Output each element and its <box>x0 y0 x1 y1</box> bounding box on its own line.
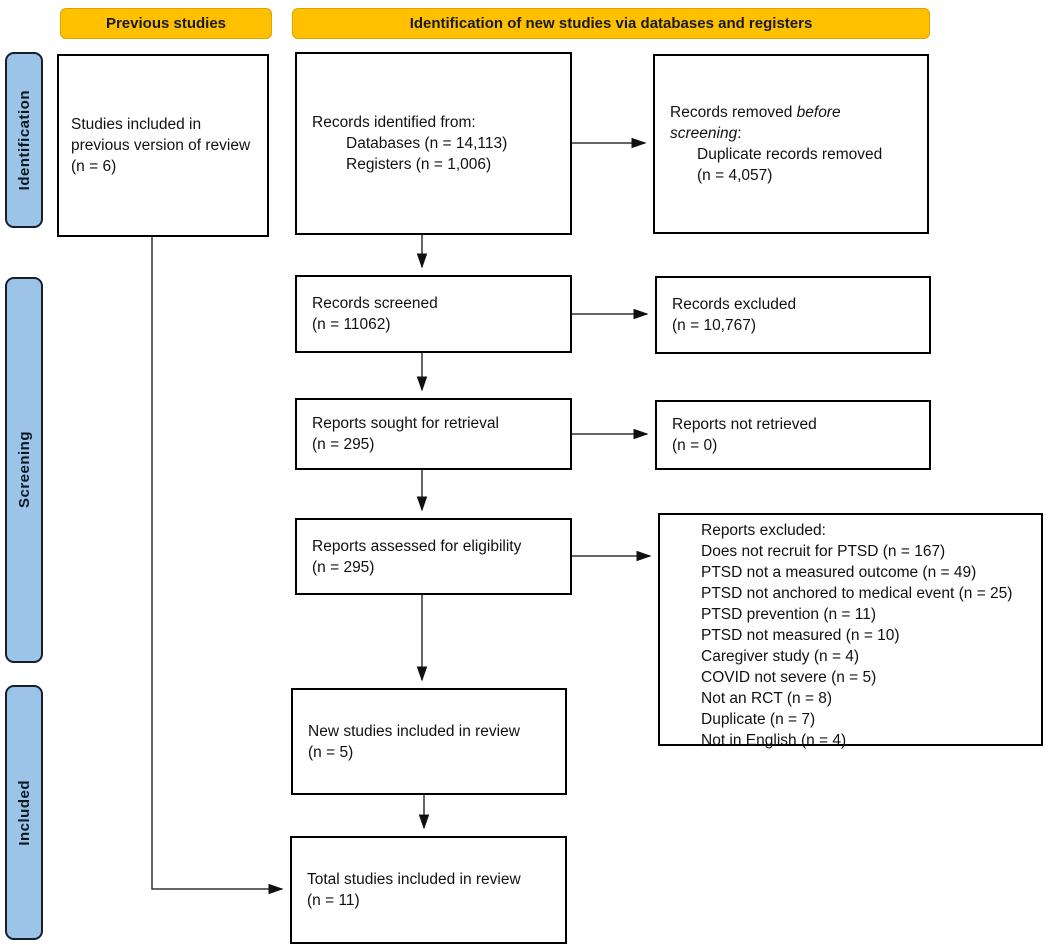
phase-label-screening: Screening <box>15 431 33 509</box>
box-text-line: New studies included in review <box>308 722 520 740</box>
header-new-studies: Identification of new studies via databa… <box>292 8 930 39</box>
box-total-studies-included: Total studies included in review (n = 11… <box>290 836 567 944</box>
box-new-studies-included: New studies included in review (n = 5) <box>291 688 567 795</box>
box-records-removed: Records removed before screening: Duplic… <box>653 54 929 234</box>
box-text: Studies included in previous version of … <box>71 116 251 175</box>
exclusion-reason: Duplicate (n = 7) <box>701 711 816 728</box>
box-text-line: Records excluded <box>672 296 797 313</box>
exclusion-reason: COVID not severe (n = 5) <box>701 669 877 686</box>
box-previous-studies-included: Studies included in previous version of … <box>57 54 269 237</box>
box-text-line: Records screened <box>312 295 438 312</box>
exclusion-reason: Not an RCT (n = 8) <box>701 690 833 707</box>
box-count: (n = 10,767) <box>672 317 757 334</box>
box-count: (n = 5) <box>308 743 354 761</box>
box-count: (n = 295) <box>312 558 375 576</box>
phase-bar-screening: Screening <box>5 277 43 663</box>
phase-label-identification: Identification <box>15 89 33 191</box>
box-text-line: (n = 4,057) <box>697 167 773 184</box>
box-text-line: Records identified from: <box>312 114 476 131</box>
box-text-line: Reports not retrieved <box>672 416 817 433</box>
box-reports-excluded-reasons: Reports excluded: Does not recruit for P… <box>658 513 1043 749</box>
exclusion-reason: PTSD not measured (n = 10) <box>701 627 900 644</box>
exclusion-reason: Caregiver study (n = 4) <box>701 648 860 665</box>
box-records-identified: Records identified from: Databases (n = … <box>295 52 572 235</box>
exclusion-reason: PTSD not a measured outcome (n = 49) <box>701 564 977 581</box>
box-count: (n = 0) <box>672 437 718 454</box>
box-text-line: Records removed before <box>670 104 841 121</box>
box-reports-not-retrieved: Reports not retrieved (n = 0) <box>655 400 931 470</box>
header-previous-studies: Previous studies <box>60 8 272 39</box>
exclusion-reason: Does not recruit for PTSD (n = 167) <box>701 543 946 560</box>
box-title: Reports excluded: <box>701 522 826 539</box>
box-text-line: Registers (n = 1,006) <box>346 156 492 173</box>
box-count: (n = 295) <box>312 436 375 453</box>
box-records-excluded: Records excluded (n = 10,767) <box>655 276 931 354</box>
phase-label-included: Included <box>15 779 33 846</box>
box-text-line: Databases (n = 14,113) <box>346 135 508 152</box>
box-text-line: screening: <box>670 125 742 142</box>
box-text-line: Duplicate records removed <box>697 146 883 163</box>
box-text-line: Reports sought for retrieval <box>312 415 499 432</box>
phase-bar-identification: Identification <box>5 52 43 228</box>
exclusion-reason: PTSD prevention (n = 11) <box>701 606 877 623</box>
box-reports-sought: Reports sought for retrieval (n = 295) <box>295 398 572 470</box>
exclusion-reason: PTSD not anchored to medical event (n = … <box>701 585 1013 602</box>
box-count: (n = 11062) <box>312 316 391 333</box>
box-records-screened: Records screened (n = 11062) <box>295 275 572 353</box>
box-text-line: Total studies included in review <box>307 871 521 888</box>
exclusion-reason: Not in English (n = 4) <box>701 732 847 749</box>
box-count: (n = 11) <box>307 892 360 909</box>
box-text-line: Reports assessed for eligibility <box>312 537 522 555</box>
box-reports-assessed: Reports assessed for eligibility (n = 29… <box>295 518 572 595</box>
arrow-previous-to-total <box>151 237 284 895</box>
phase-bar-included: Included <box>5 685 43 940</box>
